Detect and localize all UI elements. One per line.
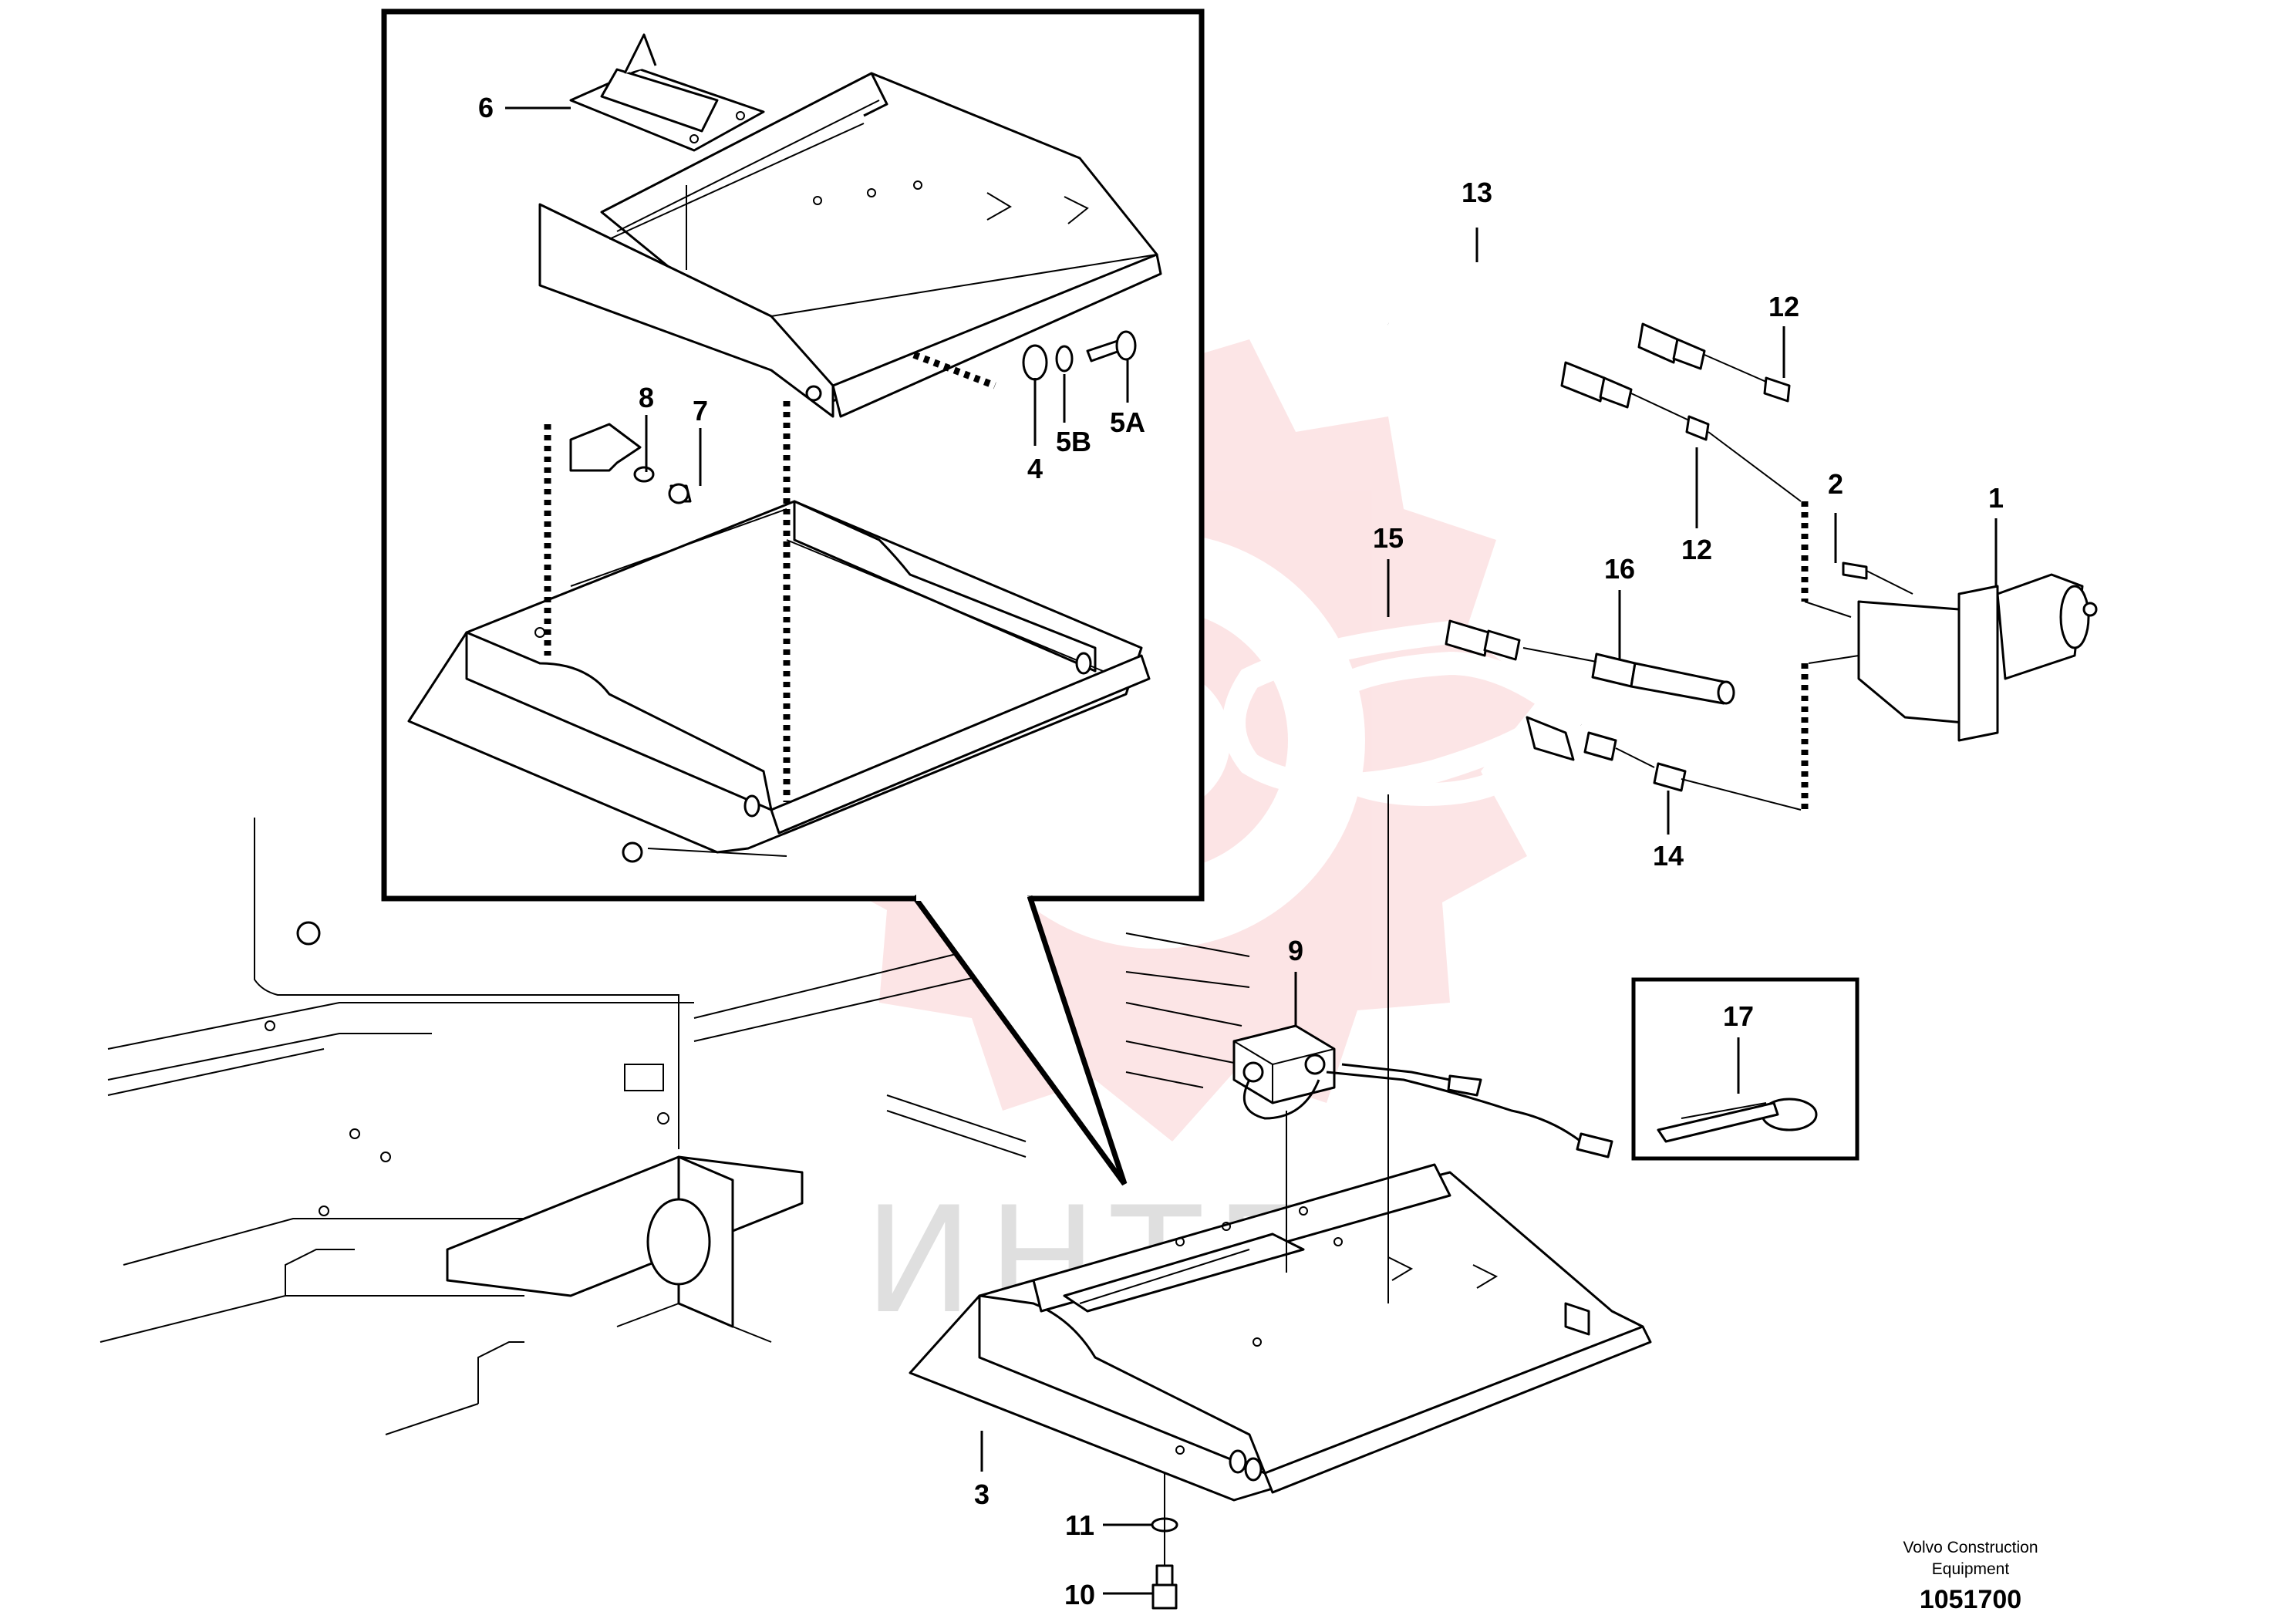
callout-12-bottom: 12 [1681,534,1712,565]
callout-5a: 5A [1110,406,1145,438]
assembly-lines [686,185,1389,1566]
callout-15: 15 [1373,522,1404,554]
bracket-and-bolt [569,423,692,504]
leader-lines [505,106,1998,1595]
solenoid-1 [1842,561,2098,742]
callout-2: 2 [1828,468,1843,500]
callout-9: 9 [1288,935,1303,966]
relay-box-9 [1232,1024,1613,1158]
connection-dash-lines [1681,431,1859,811]
callout-10: 10 [1064,1579,1095,1610]
callout-7: 7 [693,395,708,427]
callout-11: 11 [1065,1509,1094,1541]
callout-5b: 5B [1056,426,1091,457]
machine-frame [99,818,1250,1435]
callout-12-top: 12 [1768,291,1799,322]
callout-1: 1 [1988,482,2004,514]
callout-14: 14 [1653,840,1684,872]
footer: Volvo Construction Equipment 1051700 [1903,1539,2038,1614]
callout-4: 4 [1027,453,1043,484]
callout-17: 17 [1723,1000,1754,1032]
inset-dash-lines [544,351,996,802]
callout-13: 13 [1462,177,1492,208]
drawing-number: 1051700 [1920,1585,2021,1614]
company-name-line1: Volvo Construction [1903,1539,2038,1556]
callout-6: 6 [478,92,494,123]
cable-tie-inset [1631,977,1859,1161]
hose-13 [1360,249,1791,441]
hose-15 [1222,619,1687,807]
bolt-10-washer-11 [1151,1517,1178,1610]
callout-labels: 6 8 7 4 5B 5A 13 12 12 2 1 15 16 14 9 17… [478,92,2004,1610]
upper-tray [538,72,1162,418]
lower-tray-inset [407,500,1151,863]
main-tray-assembly [909,1163,1652,1502]
callout-8: 8 [639,382,654,413]
company-name-line2: Equipment [1932,1560,2010,1578]
callout-3: 3 [974,1479,990,1510]
adapter-16 [1522,647,1735,705]
callout-16: 16 [1604,553,1635,585]
rubber-pad [569,33,765,152]
